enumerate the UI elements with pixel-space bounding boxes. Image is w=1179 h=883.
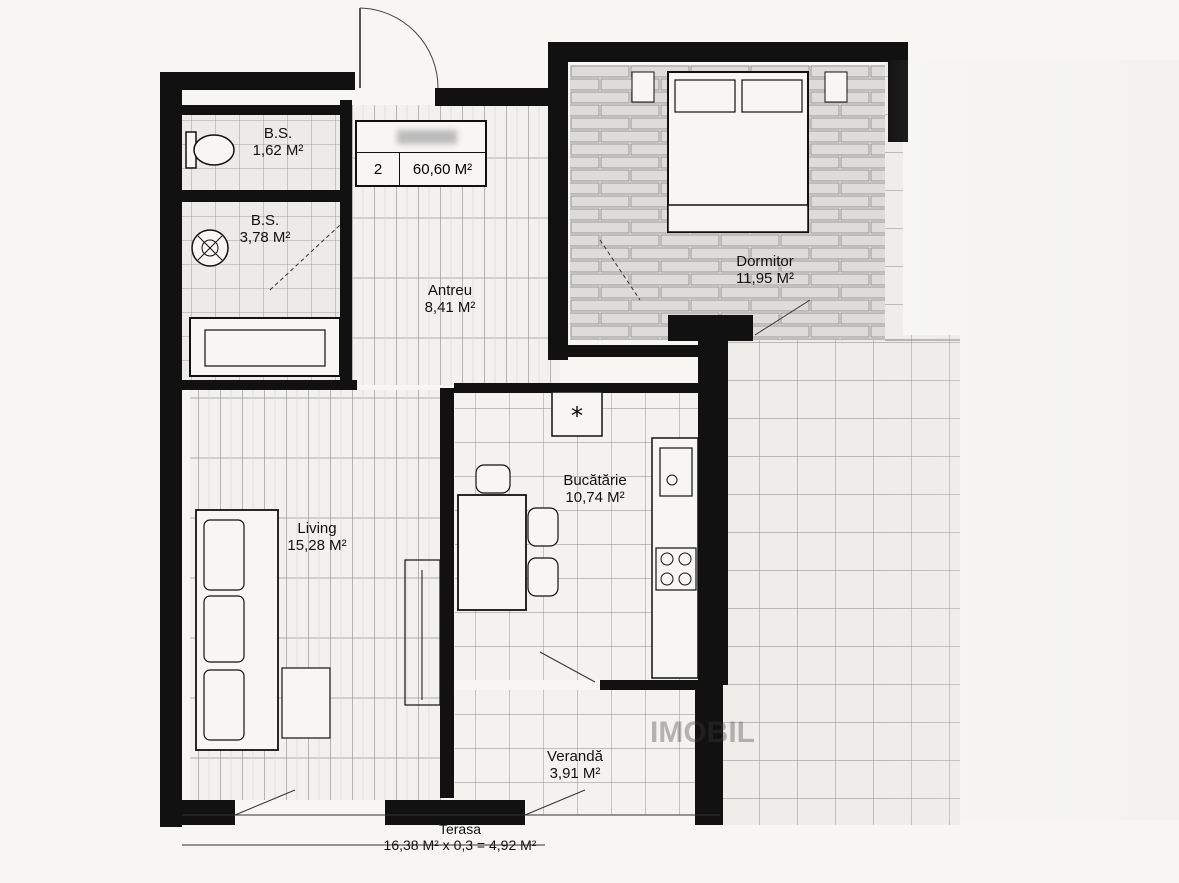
apartment-badge: 2 60,60 M² bbox=[355, 120, 487, 187]
room-area: 3,78 M² bbox=[239, 229, 291, 246]
room-label-living: Living 15,28 M² bbox=[262, 520, 372, 554]
veranda-floor bbox=[455, 690, 715, 815]
room-area: 8,41 M² bbox=[424, 299, 476, 316]
room-name: Verandă bbox=[547, 748, 603, 765]
bed-icon bbox=[631, 71, 848, 233]
room-area: 3,91 M² bbox=[549, 765, 601, 782]
fridge-icon: * bbox=[551, 391, 603, 437]
room-label-veranda: Verandă 3,91 M² bbox=[520, 748, 630, 782]
bathtub-icon bbox=[189, 317, 341, 377]
washbasin-icon bbox=[191, 229, 229, 267]
room-label-bs2: B.S. 3,78 M² bbox=[215, 212, 315, 246]
terasa-name: Terasa bbox=[438, 821, 482, 837]
terasa-label: Terasa 16,38 M² x 0,3 = 4,92 M² bbox=[300, 821, 620, 853]
room-label-bs1: B.S. 1,62 M² bbox=[228, 125, 328, 159]
sofa-icon bbox=[195, 509, 279, 751]
stove-icon bbox=[655, 547, 697, 591]
coffee-table-icon bbox=[281, 667, 331, 739]
walls bbox=[160, 42, 908, 827]
room-label-dormitor: Dormitor 11,95 M² bbox=[705, 253, 825, 287]
room-name: Antreu bbox=[427, 282, 473, 299]
door-swings bbox=[234, 224, 811, 816]
room-area: 10,74 M² bbox=[565, 489, 625, 506]
dining-table-icon bbox=[457, 464, 559, 611]
room-name: B.S. bbox=[263, 125, 293, 142]
room-area: 1,62 M² bbox=[252, 142, 304, 159]
badge-header bbox=[357, 122, 485, 153]
svg-text:*: * bbox=[571, 402, 583, 430]
room-name: Dormitor bbox=[736, 253, 794, 270]
room-area: 15,28 M² bbox=[287, 537, 347, 554]
apartment-total-area: 60,60 M² bbox=[412, 160, 473, 178]
terasa-formula: 16,38 M² x 0,3 = 4,92 M² bbox=[383, 837, 537, 853]
room-name: B.S. bbox=[250, 212, 280, 229]
apartment-number: 2 bbox=[357, 153, 400, 185]
room-name: Bucătărie bbox=[563, 472, 627, 489]
room-label-antreu: Antreu 8,41 M² bbox=[395, 282, 505, 316]
sink-icon bbox=[659, 447, 693, 497]
terrace-area bbox=[720, 335, 960, 825]
room-name: Living bbox=[297, 520, 337, 537]
toilet-icon bbox=[185, 131, 235, 169]
tv-unit-icon bbox=[404, 559, 441, 706]
room-area: 11,95 M² bbox=[735, 270, 795, 287]
watermark: IMOBIL bbox=[650, 716, 755, 749]
room-label-bucatarie: Bucătărie 10,74 M² bbox=[535, 472, 655, 506]
